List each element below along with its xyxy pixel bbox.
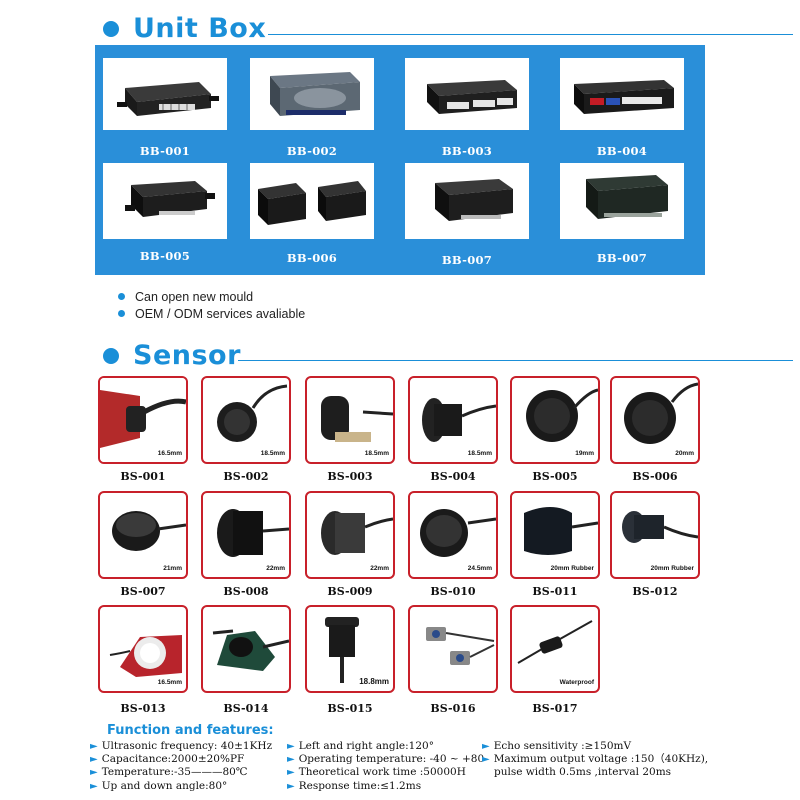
- feature-item: ►Left and right angle:120°: [287, 740, 434, 752]
- sensor-label-bs004: BS-004: [430, 470, 476, 483]
- heading-bullet-icon: [103, 347, 119, 364]
- arrow-icon: ►: [287, 767, 295, 779]
- arrow-icon: ►: [90, 780, 98, 792]
- sensor-image-bs001: 16.5mm: [98, 376, 188, 464]
- unit-image-bb003: [405, 58, 529, 130]
- unit-image-bb004: [560, 58, 684, 130]
- sensor-image-bs015: 18.8mm: [305, 605, 395, 693]
- feature-item: ►Capacitance:2000±20%PF: [90, 753, 245, 766]
- unit-label-bb001: BB-001: [139, 144, 191, 158]
- unit-box-title: Unit Box: [133, 13, 267, 44]
- unit-label-bb007-a: BB-007: [441, 253, 493, 267]
- sensor-image-bs008: 22mm: [201, 491, 291, 579]
- sensor-label-bs015: BS-015: [327, 702, 373, 715]
- arrow-icon: ►: [287, 780, 295, 792]
- sensor-image-bs003: 18.5mm: [305, 376, 395, 464]
- unit-label-bb006: BB-006: [286, 251, 338, 265]
- unit-box-panel: BB-001 BB-002 BB-003 BB-004: [95, 45, 705, 275]
- sensor-image-bs014: [201, 605, 291, 693]
- arrow-icon: ►: [90, 754, 98, 766]
- heading-bullet-icon: [103, 20, 119, 37]
- unit-image-bb006: [250, 163, 374, 239]
- bullet-dot-icon: [118, 310, 125, 317]
- sensor-label-bs016: BS-016: [430, 702, 476, 715]
- feature-item-continued: pulse width 0.5ms ,interval 20ms: [494, 766, 672, 779]
- sensor-label-bs003: BS-003: [327, 470, 373, 483]
- features-column-3: ►Echo sensitivity :≥150mV ►Maximum outpu…: [482, 740, 708, 779]
- feature-item: ►Maximum output voltage :150（40KHz),: [482, 753, 709, 766]
- unit-image-bb001: [103, 58, 227, 130]
- unit-label-bb002: BB-002: [286, 144, 338, 158]
- sensor-label-bs007: BS-007: [120, 585, 166, 598]
- unit-image-bb002: [250, 58, 374, 130]
- features-column-2: ►Left and right angle:120° ►Operating te…: [287, 740, 484, 793]
- unit-image-bb007-b: [560, 163, 684, 239]
- unit-image-bb005: [103, 163, 227, 239]
- arrow-icon: ►: [90, 741, 98, 752]
- sensor-label-bs012: BS-012: [632, 585, 678, 598]
- unit-label-bb003: BB-003: [441, 144, 493, 158]
- unit-box-bullets: Can open new mould OEM / ODM services av…: [118, 288, 305, 322]
- unit-image-bb007-a: [405, 163, 529, 239]
- arrow-icon: ►: [287, 754, 295, 766]
- sensor-image-bs009: 22mm: [305, 491, 395, 579]
- sensor-image-bs011: 20mm Rubber: [510, 491, 600, 579]
- unit-label-bb005: BB-005: [139, 249, 191, 263]
- heading-rule: [268, 34, 793, 35]
- unit-label-bb004: BB-004: [596, 144, 648, 158]
- sensor-title: Sensor: [133, 340, 241, 371]
- feature-item: ►Echo sensitivity :≥150mV: [482, 740, 632, 752]
- feature-item: ►Temperature:-35———80℃: [90, 766, 248, 779]
- bullet-dot-icon: [118, 293, 125, 300]
- feature-item: ►Theoretical work time :50000H: [287, 766, 466, 779]
- sensor-image-bs012: 20mm Rubber: [610, 491, 700, 579]
- sensor-image-bs005: 19mm: [510, 376, 600, 464]
- feature-item: ►Ultrasonic frequency: 40±1KHz: [90, 740, 273, 752]
- sensor-label-bs013: BS-013: [120, 702, 166, 715]
- sensor-image-bs007: 21mm: [98, 491, 188, 579]
- sensor-label-bs006: BS-006: [632, 470, 678, 483]
- arrow-icon: ►: [287, 741, 295, 752]
- features-column-1: ►Ultrasonic frequency: 40±1KHz ►Capacita…: [90, 740, 272, 793]
- sensor-image-bs017: Waterproof: [510, 605, 600, 693]
- arrow-icon: ►: [90, 767, 98, 779]
- sensor-label-bs009: BS-009: [327, 585, 373, 598]
- sensor-image-bs016: [408, 605, 498, 693]
- sensor-label-bs005: BS-005: [532, 470, 578, 483]
- feature-item: ►Up and down angle:80°: [90, 779, 228, 792]
- bullet-item: OEM / ODM services avaliable: [118, 305, 305, 322]
- sensor-image-bs013: 16.5mm: [98, 605, 188, 693]
- arrow-icon: ►: [482, 741, 490, 752]
- features-title: Function and features:: [107, 723, 274, 738]
- sensor-heading: Sensor: [103, 340, 793, 371]
- sensor-image-bs004: 18.5mm: [408, 376, 498, 464]
- sensor-image-bs010: 24.5mm: [408, 491, 498, 579]
- bullet-item: Can open new mould: [118, 288, 305, 305]
- arrow-icon: ►: [482, 754, 490, 766]
- feature-item: ►Operating temperature: -40 ~ +80: [287, 753, 485, 766]
- sensor-image-bs006: 20mm: [610, 376, 700, 464]
- sensor-label-bs008: BS-008: [223, 585, 269, 598]
- unit-label-bb007-b: BB-007: [596, 251, 648, 265]
- sensor-image-bs002: 18.5mm: [201, 376, 291, 464]
- sensor-label-bs001: BS-001: [120, 470, 166, 483]
- unit-box-heading: Unit Box: [103, 13, 793, 44]
- feature-item: ►Response time:≤1.2ms: [287, 779, 422, 792]
- sensor-label-bs002: BS-002: [223, 470, 269, 483]
- heading-rule: [238, 360, 793, 361]
- sensor-label-bs010: BS-010: [430, 585, 476, 598]
- sensor-label-bs011: BS-011: [532, 585, 578, 598]
- sensor-label-bs017: BS-017: [532, 702, 578, 715]
- sensor-label-bs014: BS-014: [223, 702, 269, 715]
